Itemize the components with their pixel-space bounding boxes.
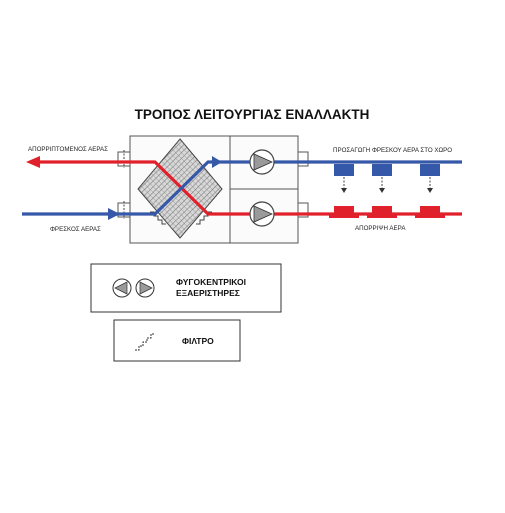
legend-fans-line1: ΦΥΓΟΚΕΝΤΡΙΚΟΙ <box>176 277 246 287</box>
extract-grilles <box>329 206 445 218</box>
legend-fans: ΦΥΓΟΚΕΝΤΡΙΚΟΙ ΕΞΑΕΡΙΣΤΗΡΕΣ <box>90 263 282 313</box>
legend-filter: ΦΙΛΤΡΟ <box>113 319 241 362</box>
label-extract: ΑΠΟΡΡΙΨΗ ΑΕΡΑ <box>355 225 406 232</box>
label-supply: ΠΡΟΣΑΓΩΓΗ ΦΡΕΣΚΟΥ ΑΕΡΑ ΣΤΟ ΧΩΡΟ <box>333 147 452 154</box>
legend-fans-line2: ΕΞΑΕΡΙΣΤΗΡΕΣ <box>176 288 240 298</box>
supply-diffusers <box>334 164 440 193</box>
exhaust-arrow-left <box>26 156 40 168</box>
fan-icon <box>135 278 155 298</box>
extract-fan <box>249 201 275 227</box>
fresh-in-arrow <box>108 208 120 220</box>
label-fresh-in: ΦΡΕΣΚΟΣ ΑΕΡΑΣ <box>50 226 101 233</box>
legend-filter-label: ΦΙΛΤΡΟ <box>182 336 214 346</box>
filter-icon <box>135 333 155 351</box>
diagram-title: ΤΡΟΠΟΣ ΛΕΙΤΟΥΡΓΙΑΣ ΕΝΑΛΛΑΚΤΗ <box>135 107 370 122</box>
fan-icon <box>112 278 132 298</box>
fresh-into-core-arrow <box>212 156 222 168</box>
label-exhaust-out: ΑΠΟΡΡΙΠΤΟΜΕΝΟΣ ΑΕΡΑΣ <box>28 146 108 153</box>
supply-fan <box>249 149 275 175</box>
exhaust-air-stream <box>40 160 462 216</box>
